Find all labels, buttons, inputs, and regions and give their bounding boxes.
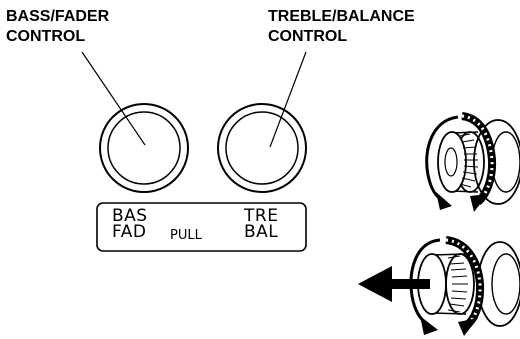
pull-arrow-icon [358,266,430,302]
rotation-arrows-icon [409,236,485,336]
bass-fader-callout: BASS/FADER CONTROL [6,7,109,47]
panel-label-pull: PULL [170,228,202,243]
rotation-arrows-icon [425,112,497,212]
panel-label-bas: BAS [112,206,148,226]
bass-fader-callout-line2: CONTROL [6,28,86,45]
bass-fader-callout-line1: BASS/FADER [6,8,110,25]
bass-fader-knob[interactable] [99,103,189,193]
panel-label-fad: FAD [112,222,147,242]
treble-balance-knob[interactable] [217,103,307,193]
treble-balance-callout: TREBLE/BALANCE CONTROL [268,7,415,47]
treble-leader-line [269,51,307,148]
treble-balance-callout-line2: CONTROL [268,28,348,45]
panel-label-bal: BAL [244,222,279,242]
label-panel [96,202,307,252]
rotate-knob-illustration [425,112,520,212]
panel-label-tre: TRE [244,206,279,226]
treble-balance-callout-line1: TREBLE/BALANCE [268,8,415,25]
pull-knob-illustration [358,236,520,336]
bass-leader-line [81,51,146,146]
